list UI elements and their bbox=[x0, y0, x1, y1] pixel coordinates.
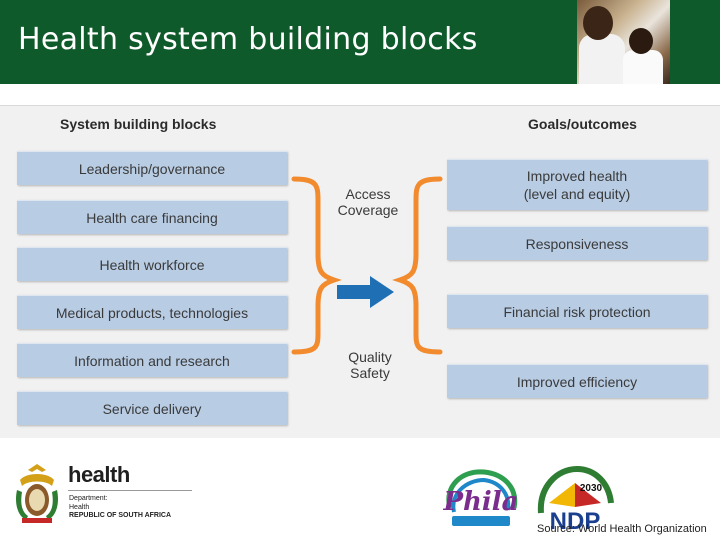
coat-of-arms-icon bbox=[16, 464, 58, 523]
goals-heading: Goals/outcomes bbox=[528, 116, 637, 132]
ndp-year-text: 2030 bbox=[580, 483, 603, 494]
right-arrow-icon bbox=[337, 276, 394, 308]
goal-efficiency: Improved efficiency bbox=[447, 364, 707, 398]
quality-safety-label: Quality Safety bbox=[348, 349, 392, 381]
goal-improved-health: Improved health (level and equity) bbox=[447, 159, 707, 210]
block-leadership: Leadership/governance bbox=[17, 151, 287, 185]
building-blocks-diagram: System building blocks Goals/outcomes Le… bbox=[0, 105, 720, 440]
opening-brace bbox=[392, 176, 443, 355]
footer bbox=[0, 438, 720, 540]
goal-responsiveness: Responsiveness bbox=[447, 226, 707, 260]
access-coverage-label: Access Coverage bbox=[337, 186, 399, 218]
header-bar: Health system building blocks bbox=[0, 0, 720, 84]
goal-financial-risk: Financial risk protection bbox=[447, 294, 707, 328]
building-blocks-heading: System building blocks bbox=[60, 116, 217, 132]
block-financing: Health care financing bbox=[17, 200, 287, 234]
source-citation: Source: World Health Organization bbox=[537, 523, 707, 535]
diagram-connectors bbox=[291, 176, 443, 355]
department-label: Department: Health REPUBLIC OF SOUTH AFR… bbox=[69, 495, 172, 519]
logo-divider bbox=[68, 490, 192, 491]
page-title: Health system building blocks bbox=[18, 22, 478, 57]
ndp-logo: 2030 NDP bbox=[537, 465, 614, 535]
closing-brace bbox=[291, 176, 342, 355]
health-logo-text: health bbox=[68, 462, 130, 487]
block-information: Information and research bbox=[17, 343, 287, 377]
block-service-delivery: Service delivery bbox=[17, 391, 287, 425]
phila-logo: Phila bbox=[442, 469, 519, 526]
ndp-logo-text: NDP bbox=[550, 508, 601, 535]
block-workforce: Health workforce bbox=[17, 247, 287, 281]
phila-logo-text: Phila bbox=[442, 487, 518, 517]
block-medical-products: Medical products, technologies bbox=[17, 295, 287, 329]
header-photo bbox=[577, 0, 670, 84]
